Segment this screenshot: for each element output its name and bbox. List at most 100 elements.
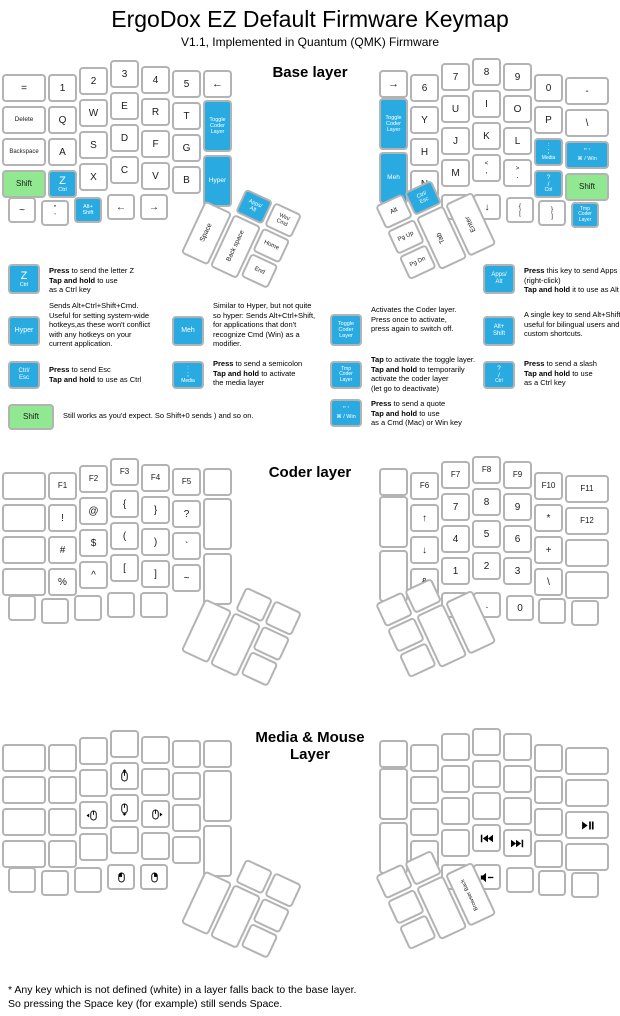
key-blank xyxy=(141,768,170,796)
key-f8: F8 xyxy=(472,456,501,484)
footer-note-1: * Any key which is not defined (white) i… xyxy=(8,984,357,996)
key-blank xyxy=(441,733,470,761)
key-2: 2 xyxy=(79,67,108,95)
key-s: S xyxy=(79,131,108,159)
key-period: >. xyxy=(503,159,532,187)
key-blank xyxy=(48,808,77,836)
key-blank xyxy=(565,779,609,807)
key-blank xyxy=(571,600,599,626)
key-d: D xyxy=(110,124,139,152)
key-blank xyxy=(110,730,139,758)
key-x: X xyxy=(79,163,108,191)
key-blank xyxy=(410,744,439,772)
key-b: B xyxy=(172,166,201,194)
key-dollar: $ xyxy=(79,529,108,557)
key-1: 1 xyxy=(48,74,77,102)
key-1: 1 xyxy=(441,557,470,585)
media-heading-line2: Layer xyxy=(289,746,331,763)
key-blank xyxy=(203,740,232,768)
key-6: 6 xyxy=(410,74,439,102)
key-i: I xyxy=(472,90,501,118)
key-lbracket: {[ xyxy=(506,197,534,223)
key-blank xyxy=(538,870,566,896)
key-blank xyxy=(2,808,46,836)
key-blank xyxy=(8,867,36,893)
key-blank xyxy=(379,740,408,768)
media-heading-line1: Media & Mouse xyxy=(255,729,365,746)
key-tilde: ~ xyxy=(172,564,201,592)
previous-track-icon xyxy=(472,824,501,852)
key-blank xyxy=(565,747,609,775)
key-blank xyxy=(8,595,36,621)
key-6: 6 xyxy=(503,525,532,553)
key-blank xyxy=(172,836,201,864)
key-blank xyxy=(503,765,532,793)
key-shift-right: Shift xyxy=(565,173,609,201)
key-blank xyxy=(203,468,232,496)
key-lbracket: [ xyxy=(110,554,139,582)
key-blank xyxy=(441,765,470,793)
key-blank xyxy=(441,829,470,857)
key-0: 0 xyxy=(534,74,563,102)
legend-key-quote-win: " '⌘ / Win xyxy=(330,399,362,427)
key-u: U xyxy=(441,95,470,123)
key-blank xyxy=(472,728,501,756)
key-blank xyxy=(538,598,566,624)
key-question: ? xyxy=(172,500,201,528)
key-a: A xyxy=(48,138,77,166)
key-blank xyxy=(2,568,46,596)
key-percent: % xyxy=(48,568,77,596)
key-blank xyxy=(48,744,77,772)
key-blank xyxy=(141,736,170,764)
key-f5: F5 xyxy=(172,468,201,496)
key-8: 8 xyxy=(472,488,501,516)
key-blank xyxy=(379,496,408,548)
key-left-arrow: ← xyxy=(107,194,135,220)
key-e: E xyxy=(110,92,139,120)
key-up-arrow: ↑ xyxy=(410,504,439,532)
key-f11: F11 xyxy=(565,475,609,503)
key-rbracket: ] xyxy=(141,560,170,588)
legend-key-shift: Shift xyxy=(8,404,54,430)
mouse-up-icon xyxy=(110,762,139,790)
key-hash: # xyxy=(48,536,77,564)
key-k: K xyxy=(472,122,501,150)
key-blank xyxy=(140,592,168,618)
key-g: G xyxy=(172,134,201,162)
key-p: P xyxy=(534,106,563,134)
legend-text-shift: Still works as you'd expect. So Shift+0 … xyxy=(63,411,254,420)
key-equals: = xyxy=(2,74,46,102)
key-9: 9 xyxy=(503,63,532,91)
key-8: 8 xyxy=(472,58,501,86)
key-blank xyxy=(379,468,408,496)
key-rbracket: }] xyxy=(538,200,566,226)
key-blank xyxy=(571,872,599,898)
key-blank xyxy=(565,539,609,567)
key-semicolon-media: :;Media xyxy=(534,138,563,166)
key-9: 9 xyxy=(503,493,532,521)
key-blank xyxy=(79,769,108,797)
key-backslash: \ xyxy=(534,568,563,596)
key-blank xyxy=(172,740,201,768)
key-rbrace: } xyxy=(141,496,170,524)
key-blank xyxy=(410,776,439,804)
key-blank xyxy=(2,536,46,564)
key-right-arrow: → xyxy=(140,194,168,220)
key-blank xyxy=(48,776,77,804)
key-c: C xyxy=(110,156,139,184)
key-f12: F12 xyxy=(565,507,609,535)
key-blank xyxy=(2,776,46,804)
key-0: 0 xyxy=(506,595,534,621)
key-y: Y xyxy=(410,106,439,134)
key-blank xyxy=(441,797,470,825)
key-blank xyxy=(534,840,563,868)
key-t: T xyxy=(172,102,201,130)
